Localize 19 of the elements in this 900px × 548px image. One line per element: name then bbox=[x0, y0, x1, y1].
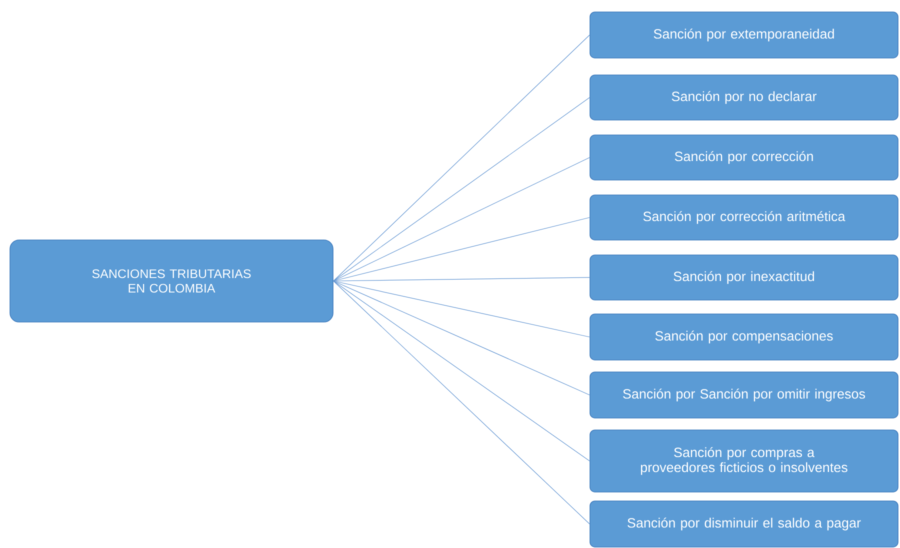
connector-line bbox=[333, 217, 590, 282]
item-box: Sanción por inexactitud bbox=[590, 254, 898, 300]
item-box: Sanción por compras a proveedores ficticios o insolventes bbox=[590, 430, 898, 492]
item-box: Sanción por corrección bbox=[590, 134, 898, 180]
connector-line bbox=[333, 280, 590, 338]
connector-line bbox=[333, 97, 590, 282]
connector-line bbox=[333, 280, 590, 462]
topic-box: SANCIONES TRIBUTARIAS EN COLOMBIA bbox=[10, 240, 334, 322]
connector-line bbox=[333, 277, 590, 282]
item-box: Sanción por corrección aritmética bbox=[590, 194, 898, 240]
connector-line bbox=[333, 280, 590, 396]
item-box: Sanción por disminuir el saldo a pagar bbox=[590, 500, 898, 548]
item-box: Sanción por Sanción por omitir ingresos bbox=[590, 372, 898, 418]
item-box: Sanción por compensaciones bbox=[590, 314, 898, 360]
connector-line bbox=[333, 157, 590, 282]
item-box: Sanción por extemporaneidad bbox=[590, 12, 898, 58]
connector-line bbox=[333, 34, 590, 282]
item-box: Sanción por no declarar bbox=[590, 74, 898, 120]
connector-line bbox=[333, 280, 590, 524]
